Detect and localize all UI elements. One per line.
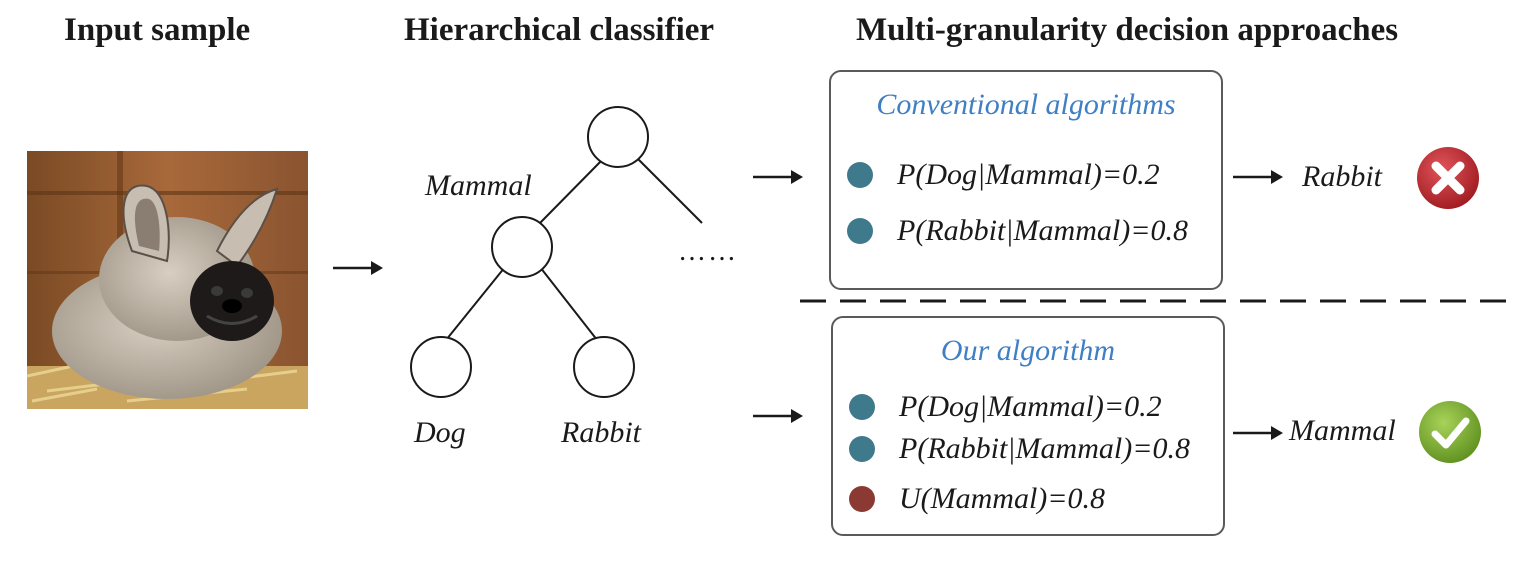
ours-item-3-text: U(Mammal)=0.8 [899, 482, 1106, 515]
conventional-item-1: P(Dog|Mammal)=0.2 [847, 158, 1160, 192]
input-arrow [333, 261, 383, 275]
multi-granularity-heading: Multi-granularity decision approaches [856, 12, 1399, 48]
ellipsis: …… [678, 236, 738, 267]
ours-result: Mammal [1289, 414, 1396, 447]
hierarchy-tree [410, 106, 703, 398]
mammal-label: Mammal [425, 169, 532, 202]
root-node [587, 106, 649, 168]
rabbit-node [573, 336, 635, 398]
input-sample-image [27, 151, 308, 409]
teal-dot [847, 218, 873, 244]
ours-item-2-text: P(Rabbit|Mammal)=0.8 [899, 432, 1190, 465]
conventional-box: Conventional algorithms P(Dog|Mammal)=0.… [829, 70, 1223, 290]
ours-item-1: P(Dog|Mammal)=0.2 [849, 390, 1162, 424]
conventional-item-2-text: P(Rabbit|Mammal)=0.8 [897, 214, 1188, 247]
teal-dot [849, 436, 875, 462]
conventional-item-1-text: P(Dog|Mammal)=0.2 [897, 158, 1160, 191]
ours-input-arrow [753, 409, 803, 423]
cross-icon [1417, 147, 1479, 209]
red-dot [849, 486, 875, 512]
ours-item-2: P(Rabbit|Mammal)=0.8 [849, 432, 1190, 466]
dashed-separator [800, 299, 1512, 303]
mammal-node [491, 216, 553, 278]
conventional-title: Conventional algorithms [876, 88, 1176, 121]
dog-label: Dog [414, 416, 466, 449]
conventional-result: Rabbit [1302, 160, 1382, 193]
rabbit-label: Rabbit [561, 416, 641, 449]
teal-dot [847, 162, 873, 188]
ours-output-arrow [1233, 426, 1283, 440]
conventional-item-2: P(Rabbit|Mammal)=0.8 [847, 214, 1188, 248]
teal-dot [849, 394, 875, 420]
our-algorithm-box: Our algorithm P(Dog|Mammal)=0.2 P(Rabbit… [831, 316, 1225, 536]
check-icon [1419, 401, 1481, 463]
our-algorithm-title: Our algorithm [940, 334, 1116, 367]
ours-item-1-text: P(Dog|Mammal)=0.2 [899, 390, 1162, 423]
input-sample-heading: Input sample [64, 12, 251, 48]
hierarchical-classifier-heading: Hierarchical classifier [404, 12, 715, 48]
conventional-output-arrow [1233, 170, 1283, 184]
ours-item-3: U(Mammal)=0.8 [849, 482, 1105, 516]
dog-node [410, 336, 472, 398]
conventional-input-arrow [753, 170, 803, 184]
